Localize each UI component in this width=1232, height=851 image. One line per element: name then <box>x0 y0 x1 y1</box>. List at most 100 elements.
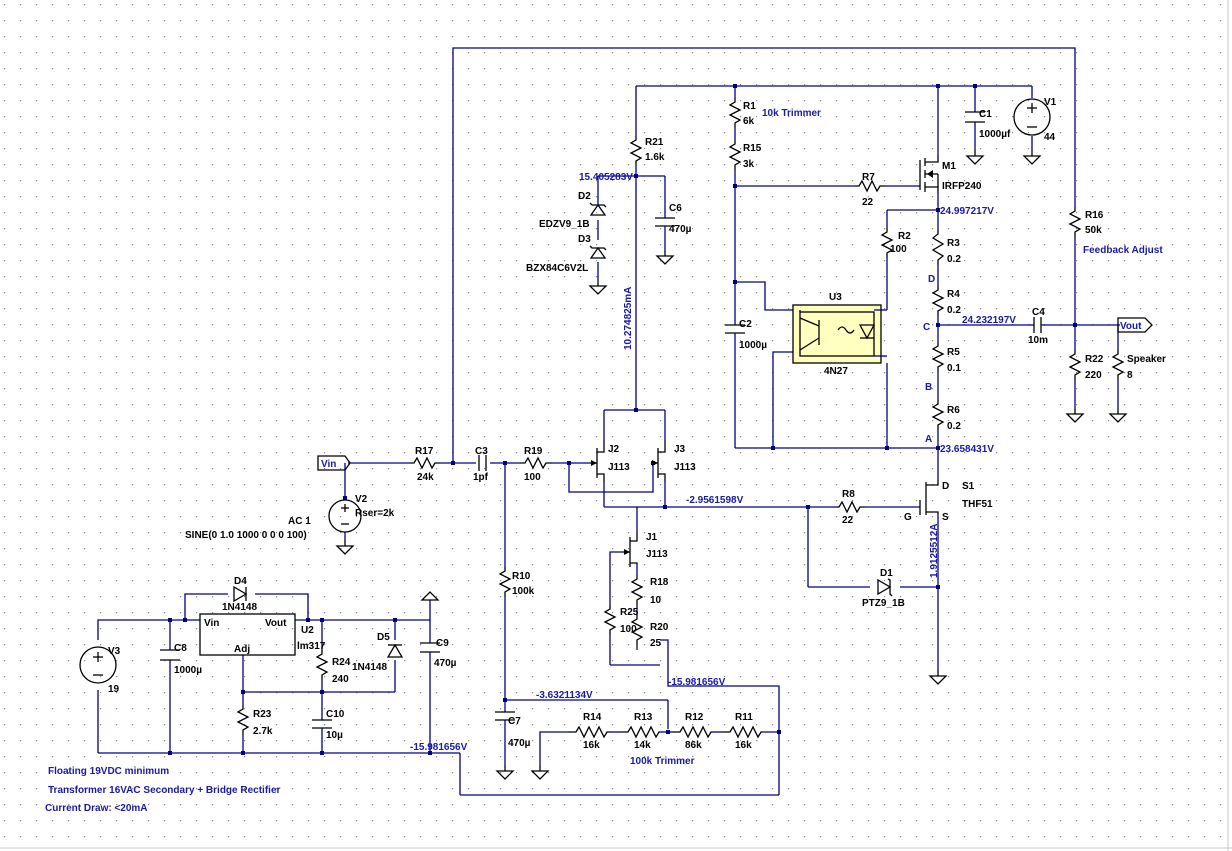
U2-adj-pin: Adj <box>234 644 250 655</box>
V1-symbol[interactable] <box>1013 98 1051 136</box>
R6-symbol[interactable] <box>931 400 945 430</box>
R22-symbol[interactable] <box>1068 350 1082 380</box>
J2-value: J113 <box>608 462 630 473</box>
S1-source-label: S <box>942 512 949 523</box>
R24-symbol[interactable] <box>315 650 329 680</box>
R20-value: 25 <box>650 638 662 649</box>
R14-ref: R14 <box>583 712 602 723</box>
R11-symbol[interactable] <box>722 725 762 739</box>
V3-symbol[interactable] <box>79 646 117 684</box>
C7-symbol[interactable] <box>495 711 515 735</box>
R25-symbol[interactable] <box>603 605 617 635</box>
voltage-trim: -3.6321134V <box>536 690 593 701</box>
R17-symbol[interactable] <box>410 456 440 470</box>
J1-symbol[interactable] <box>623 532 638 567</box>
voltage-r3: 24.997217V <box>940 206 994 217</box>
J3-value: J113 <box>674 462 696 473</box>
R11-value: 16k <box>735 740 752 751</box>
U2-ref: U2 <box>301 625 314 636</box>
C9-symbol[interactable] <box>420 642 440 670</box>
D5-symbol[interactable] <box>386 643 404 658</box>
V2-sine: SINE(0 1.0 1000 0 0 0 100) <box>185 530 307 541</box>
D1-symbol[interactable] <box>877 578 893 597</box>
R23-symbol[interactable] <box>236 705 250 735</box>
M1-symbol[interactable] <box>919 155 939 193</box>
D2-symbol[interactable] <box>589 195 607 216</box>
R4-symbol[interactable] <box>931 286 945 316</box>
components <box>79 98 1127 780</box>
R20-symbol[interactable] <box>630 615 644 645</box>
R10-symbol[interactable] <box>498 567 512 597</box>
R14-symbol[interactable] <box>568 725 610 739</box>
R4-ref: R4 <box>947 289 960 300</box>
R19-value: 100 <box>524 472 541 483</box>
R12-symbol[interactable] <box>672 725 712 739</box>
D3-ref: D3 <box>578 234 591 245</box>
R15-symbol[interactable] <box>728 140 742 170</box>
R16-symbol[interactable] <box>1068 207 1082 237</box>
U3-value: 4N27 <box>824 366 848 377</box>
J3-symbol[interactable] <box>652 440 666 482</box>
probe-labels: 15.405283V 24.997217V 24.232197V 23.6584… <box>410 172 1016 753</box>
J2-symbol[interactable] <box>590 440 605 482</box>
U3-ref: U3 <box>829 292 842 303</box>
D2-value: EDZV9_1B <box>539 219 590 230</box>
S1-symbol[interactable] <box>919 480 939 515</box>
C2-symbol[interactable] <box>725 312 745 345</box>
R18-value: 10 <box>650 595 662 606</box>
R12-ref: R12 <box>685 712 704 723</box>
port-vout[interactable]: Vout <box>1117 317 1153 333</box>
J1-value: J113 <box>646 549 668 560</box>
voltage-neg2: -15.981656V <box>410 742 468 753</box>
R19-symbol[interactable] <box>520 456 552 470</box>
C4-ref: C4 <box>1032 307 1045 318</box>
R1-symbol[interactable] <box>728 98 742 128</box>
M1-ref: M1 <box>942 161 956 172</box>
R3-value: 0.2 <box>947 254 961 265</box>
C1-symbol[interactable] <box>965 111 985 136</box>
port-vin[interactable]: Vin <box>317 455 351 471</box>
R24-value: 240 <box>332 674 349 685</box>
R16-value: 50k <box>1085 225 1102 236</box>
R18-symbol[interactable] <box>630 575 644 605</box>
R21-value: 1.6k <box>645 152 665 163</box>
U2-symbol[interactable] <box>199 613 296 656</box>
R13-symbol[interactable] <box>620 725 660 739</box>
C3-symbol[interactable] <box>478 455 487 471</box>
R5-symbol[interactable] <box>931 342 945 372</box>
R3-symbol[interactable] <box>931 230 945 265</box>
V1-value: 44 <box>1044 132 1056 143</box>
R14-value: 16k <box>583 740 600 751</box>
C9-value: 470µ <box>434 658 457 669</box>
R24-ref: R24 <box>332 657 351 668</box>
C4-symbol[interactable] <box>1030 317 1045 333</box>
R17-ref: R17 <box>415 446 434 457</box>
note-line1: Floating 19VDC minimum <box>48 766 169 777</box>
S1-ref: S1 <box>962 481 975 492</box>
U3-symbol[interactable] <box>792 304 887 364</box>
D4-ref: D4 <box>234 576 247 587</box>
V2-symbol[interactable] <box>328 499 362 533</box>
R4-value: 0.2 <box>947 305 961 316</box>
R22-value: 220 <box>1085 370 1102 381</box>
R7-symbol[interactable] <box>855 179 885 193</box>
R8-value: 22 <box>842 515 854 526</box>
D5-ref: D5 <box>377 632 390 643</box>
R23-value: 2.7k <box>253 726 273 737</box>
C8-symbol[interactable] <box>160 649 180 661</box>
D3-symbol[interactable] <box>589 245 607 259</box>
Speaker-value: 8 <box>1127 370 1133 381</box>
D1-value: PTZ9_1B <box>862 598 905 609</box>
wires <box>97 47 1120 796</box>
R21-symbol[interactable] <box>629 136 643 166</box>
R2-symbol[interactable] <box>880 228 894 258</box>
comments: 10k Trimmer Feedback Adjust 100k Trimmer… <box>45 108 1163 814</box>
R8-symbol[interactable] <box>835 500 865 514</box>
node-a-label: A <box>925 434 932 445</box>
Speaker-symbol[interactable] <box>1111 350 1125 380</box>
D4-symbol[interactable] <box>233 585 248 603</box>
C8-value: 1000µ <box>174 665 202 676</box>
voltage-zener: 15.405283V <box>579 172 633 183</box>
C6-symbol[interactable] <box>655 212 675 236</box>
C10-symbol[interactable] <box>312 719 332 735</box>
